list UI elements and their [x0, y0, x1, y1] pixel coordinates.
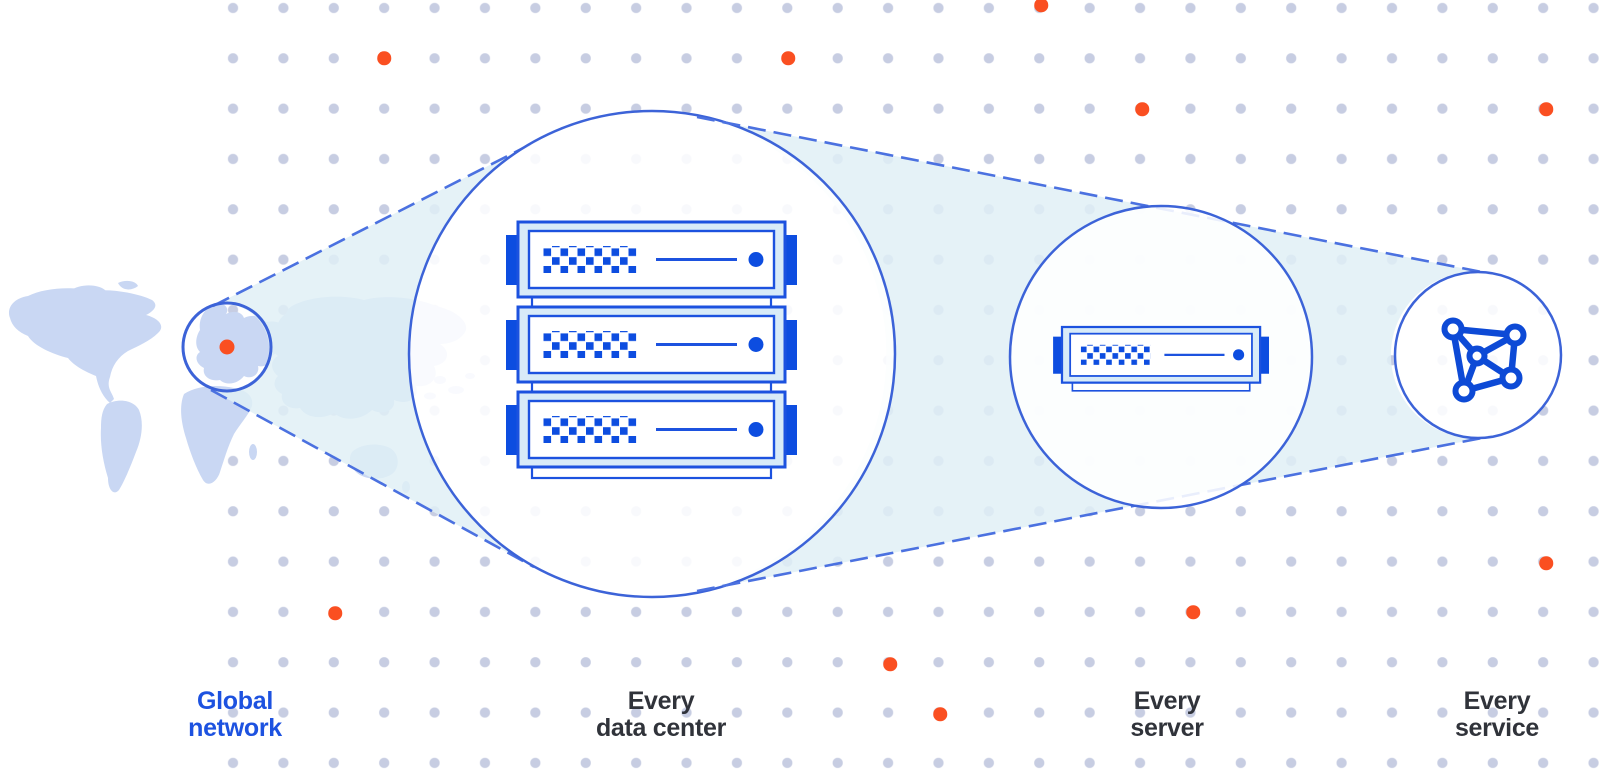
orange-accent-dot: [933, 707, 947, 721]
location-marker-dot: [219, 339, 235, 355]
dashed-tangent-line-bottom-right: [696, 434, 1493, 593]
orange-accent-dot: [1539, 556, 1553, 570]
dashed-tangent-line-bottom-left: [210, 388, 535, 569]
orange-accent-dot: [1034, 0, 1048, 12]
dashed-tangent-line-top-left: [212, 139, 538, 308]
stage-label-line: Every: [1463, 687, 1531, 715]
stage-label-line: data center: [595, 714, 727, 742]
orange-accent-dot: [377, 51, 391, 65]
orange-accent-dot: [1186, 605, 1200, 619]
stage-label-line: network: [188, 714, 282, 742]
stage-label-line: Global: [197, 687, 273, 715]
stage-label-line: Every: [627, 687, 695, 715]
server-rack-icon: [504, 220, 799, 480]
stage-label-line: server: [1130, 714, 1204, 742]
network-mesh-icon: [1441, 317, 1527, 403]
orange-accent-dot: [781, 51, 795, 65]
server-unit-icon: [1051, 325, 1271, 392]
orange-accent-dot: [1135, 102, 1149, 116]
dashed-tangent-line-top-right: [696, 115, 1493, 276]
orange-accent-dot: [883, 657, 897, 671]
stage-label-global-network: Global network: [188, 688, 282, 742]
stage-label-line: service: [1454, 714, 1540, 742]
stage-label-every-service: Every service: [1455, 688, 1539, 742]
expansion-cone-left: [211, 141, 537, 567]
stage-label-every-data-center: Every data center: [596, 688, 726, 742]
globe-region-circle: [181, 301, 273, 393]
orange-accent-dot: [1539, 102, 1553, 116]
orange-accent-dot: [328, 606, 342, 620]
stage-label-every-server: Every server: [1130, 687, 1204, 742]
stage-label-line: Every: [1133, 687, 1201, 715]
